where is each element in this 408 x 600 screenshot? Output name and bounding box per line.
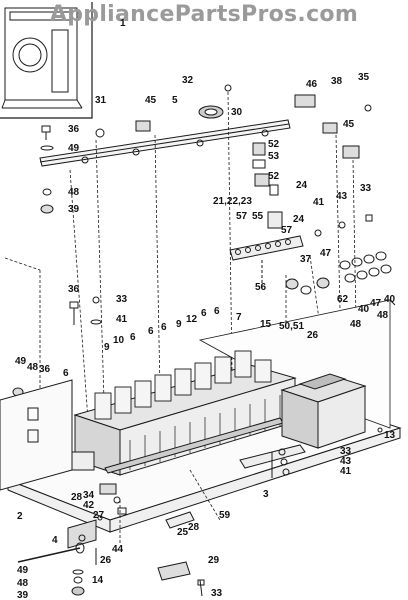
callout-label-c-30: 30	[231, 107, 243, 118]
callout-label-c-48d: 48	[27, 362, 39, 373]
callout-label-c-45b: 45	[343, 119, 355, 130]
callout-label-c-46: 46	[306, 79, 318, 90]
callout-label-c-15: 15	[260, 319, 272, 330]
callout-label-c-48e: 48	[17, 578, 29, 589]
callout-label-c-4: 4	[52, 535, 58, 546]
callout-label-c-37: 37	[300, 254, 312, 265]
callout-label-c-33b: 33	[116, 294, 128, 305]
callout-label-c-6d: 6	[148, 326, 154, 337]
callout-label-c-33a: 33	[360, 183, 372, 194]
callout-label-c-43a: 43	[336, 191, 348, 202]
callout-label-c-9a: 9	[176, 319, 182, 330]
callout-label-c-39a: 39	[68, 204, 80, 215]
watermark-text: AppliancePartsPros.com	[49, 2, 359, 27]
callout-label-c-33c: 33	[340, 446, 352, 457]
callout-label-c-32: 32	[182, 75, 194, 86]
callout-label-c-13: 13	[384, 430, 396, 441]
callout-label-c-45a: 45	[145, 95, 157, 106]
callout-label-c-40a: 40	[384, 294, 396, 305]
connector-stack	[252, 142, 373, 237]
callout-label-c-33d: 33	[211, 588, 223, 599]
callout-label-c-48b: 48	[377, 310, 389, 321]
callout-label-c-44: 44	[112, 544, 124, 555]
callout-label-c-47a: 47	[320, 248, 332, 259]
callout-label-c-14: 14	[92, 575, 104, 586]
callout-label-c-55: 55	[252, 211, 264, 222]
callout-label-c-5: 5	[172, 95, 178, 106]
callout-label-c-38: 38	[331, 76, 343, 87]
callout-label-c-48a: 48	[68, 187, 80, 198]
callout-label-c-21: 21,22,23	[213, 196, 252, 207]
callout-label-c-56: 56	[255, 282, 267, 293]
callout-label-c-35: 35	[358, 72, 370, 83]
callout-label-c-6a: 6	[201, 308, 207, 319]
rail-hardware	[40, 84, 372, 214]
callout-label-c-34: 34	[83, 490, 95, 501]
callout-label-c-40b: 40	[358, 304, 370, 315]
lower-bracket	[239, 444, 306, 478]
washer-thumbnail-inset	[0, 2, 93, 119]
callout-label-c-7: 7	[236, 312, 242, 323]
front-hardware	[17, 451, 221, 597]
callout-label-c-50: 50,51	[279, 321, 305, 332]
callout-label-c-28b: 28	[188, 522, 200, 533]
callout-label-c-53: 53	[268, 151, 280, 162]
callout-label-c-6e: 6	[130, 332, 136, 343]
callout-label-c-43b: 43	[340, 456, 352, 467]
callout-label-c-41c: 41	[340, 466, 352, 477]
callout-label-c-36b: 36	[68, 284, 80, 295]
callout-label-c-49a: 49	[68, 143, 80, 154]
callout-label-c-41a: 41	[313, 197, 325, 208]
mounting-rail	[39, 119, 291, 167]
callout-label-c-1: 1	[120, 18, 126, 29]
callout-label-c-57b: 57	[281, 225, 293, 236]
callout-label-c-49b: 49	[15, 356, 27, 367]
callout-label-c-24a: 24	[296, 180, 308, 191]
callout-label-c-36c: 36	[39, 364, 51, 375]
callout-label-c-2: 2	[17, 511, 23, 522]
relay-bank	[73, 350, 297, 476]
callout-label-c-49c: 49	[17, 565, 29, 576]
callout-label-c-29: 29	[208, 555, 220, 566]
callout-label-c-41b: 41	[116, 314, 128, 325]
callout-label-c-36a: 36	[68, 124, 80, 135]
callout-label-c-59: 59	[219, 510, 231, 521]
callout-label-c-48c: 48	[350, 319, 362, 330]
callout-label-c-9b: 9	[104, 342, 110, 353]
callout-label-c-24b: 24	[293, 214, 305, 225]
callout-label-c-39b: 39	[17, 590, 29, 600]
washer-cluster	[285, 251, 392, 295]
callout-label-c-6c: 6	[161, 322, 167, 333]
callout-label-c-52a: 52	[268, 139, 280, 150]
callout-label-c-26a: 26	[307, 330, 319, 341]
terminal-strip	[229, 235, 304, 290]
callout-label-c-6f: 6	[63, 368, 69, 379]
callout-label-c-42: 42	[83, 500, 95, 511]
callout-label-c-6b: 6	[214, 306, 220, 317]
callout-label-c-52b: 52	[268, 171, 280, 182]
callout-label-c-10: 10	[113, 335, 125, 346]
callout-label-c-26b: 26	[100, 555, 112, 566]
left-wall	[0, 379, 73, 491]
callout-label-c-12: 12	[186, 314, 198, 325]
callout-label-c-31: 31	[95, 95, 107, 106]
transformer-box	[280, 373, 367, 449]
callout-label-c-3: 3	[263, 489, 269, 500]
callout-label-c-62: 62	[337, 294, 349, 305]
callout-label-c-27: 27	[93, 510, 105, 521]
callout-label-c-47b: 47	[370, 298, 382, 309]
callout-label-c-57a: 57	[236, 211, 248, 222]
callout-label-c-25: 25	[177, 527, 189, 538]
callout-label-c-28a: 28	[71, 492, 83, 503]
